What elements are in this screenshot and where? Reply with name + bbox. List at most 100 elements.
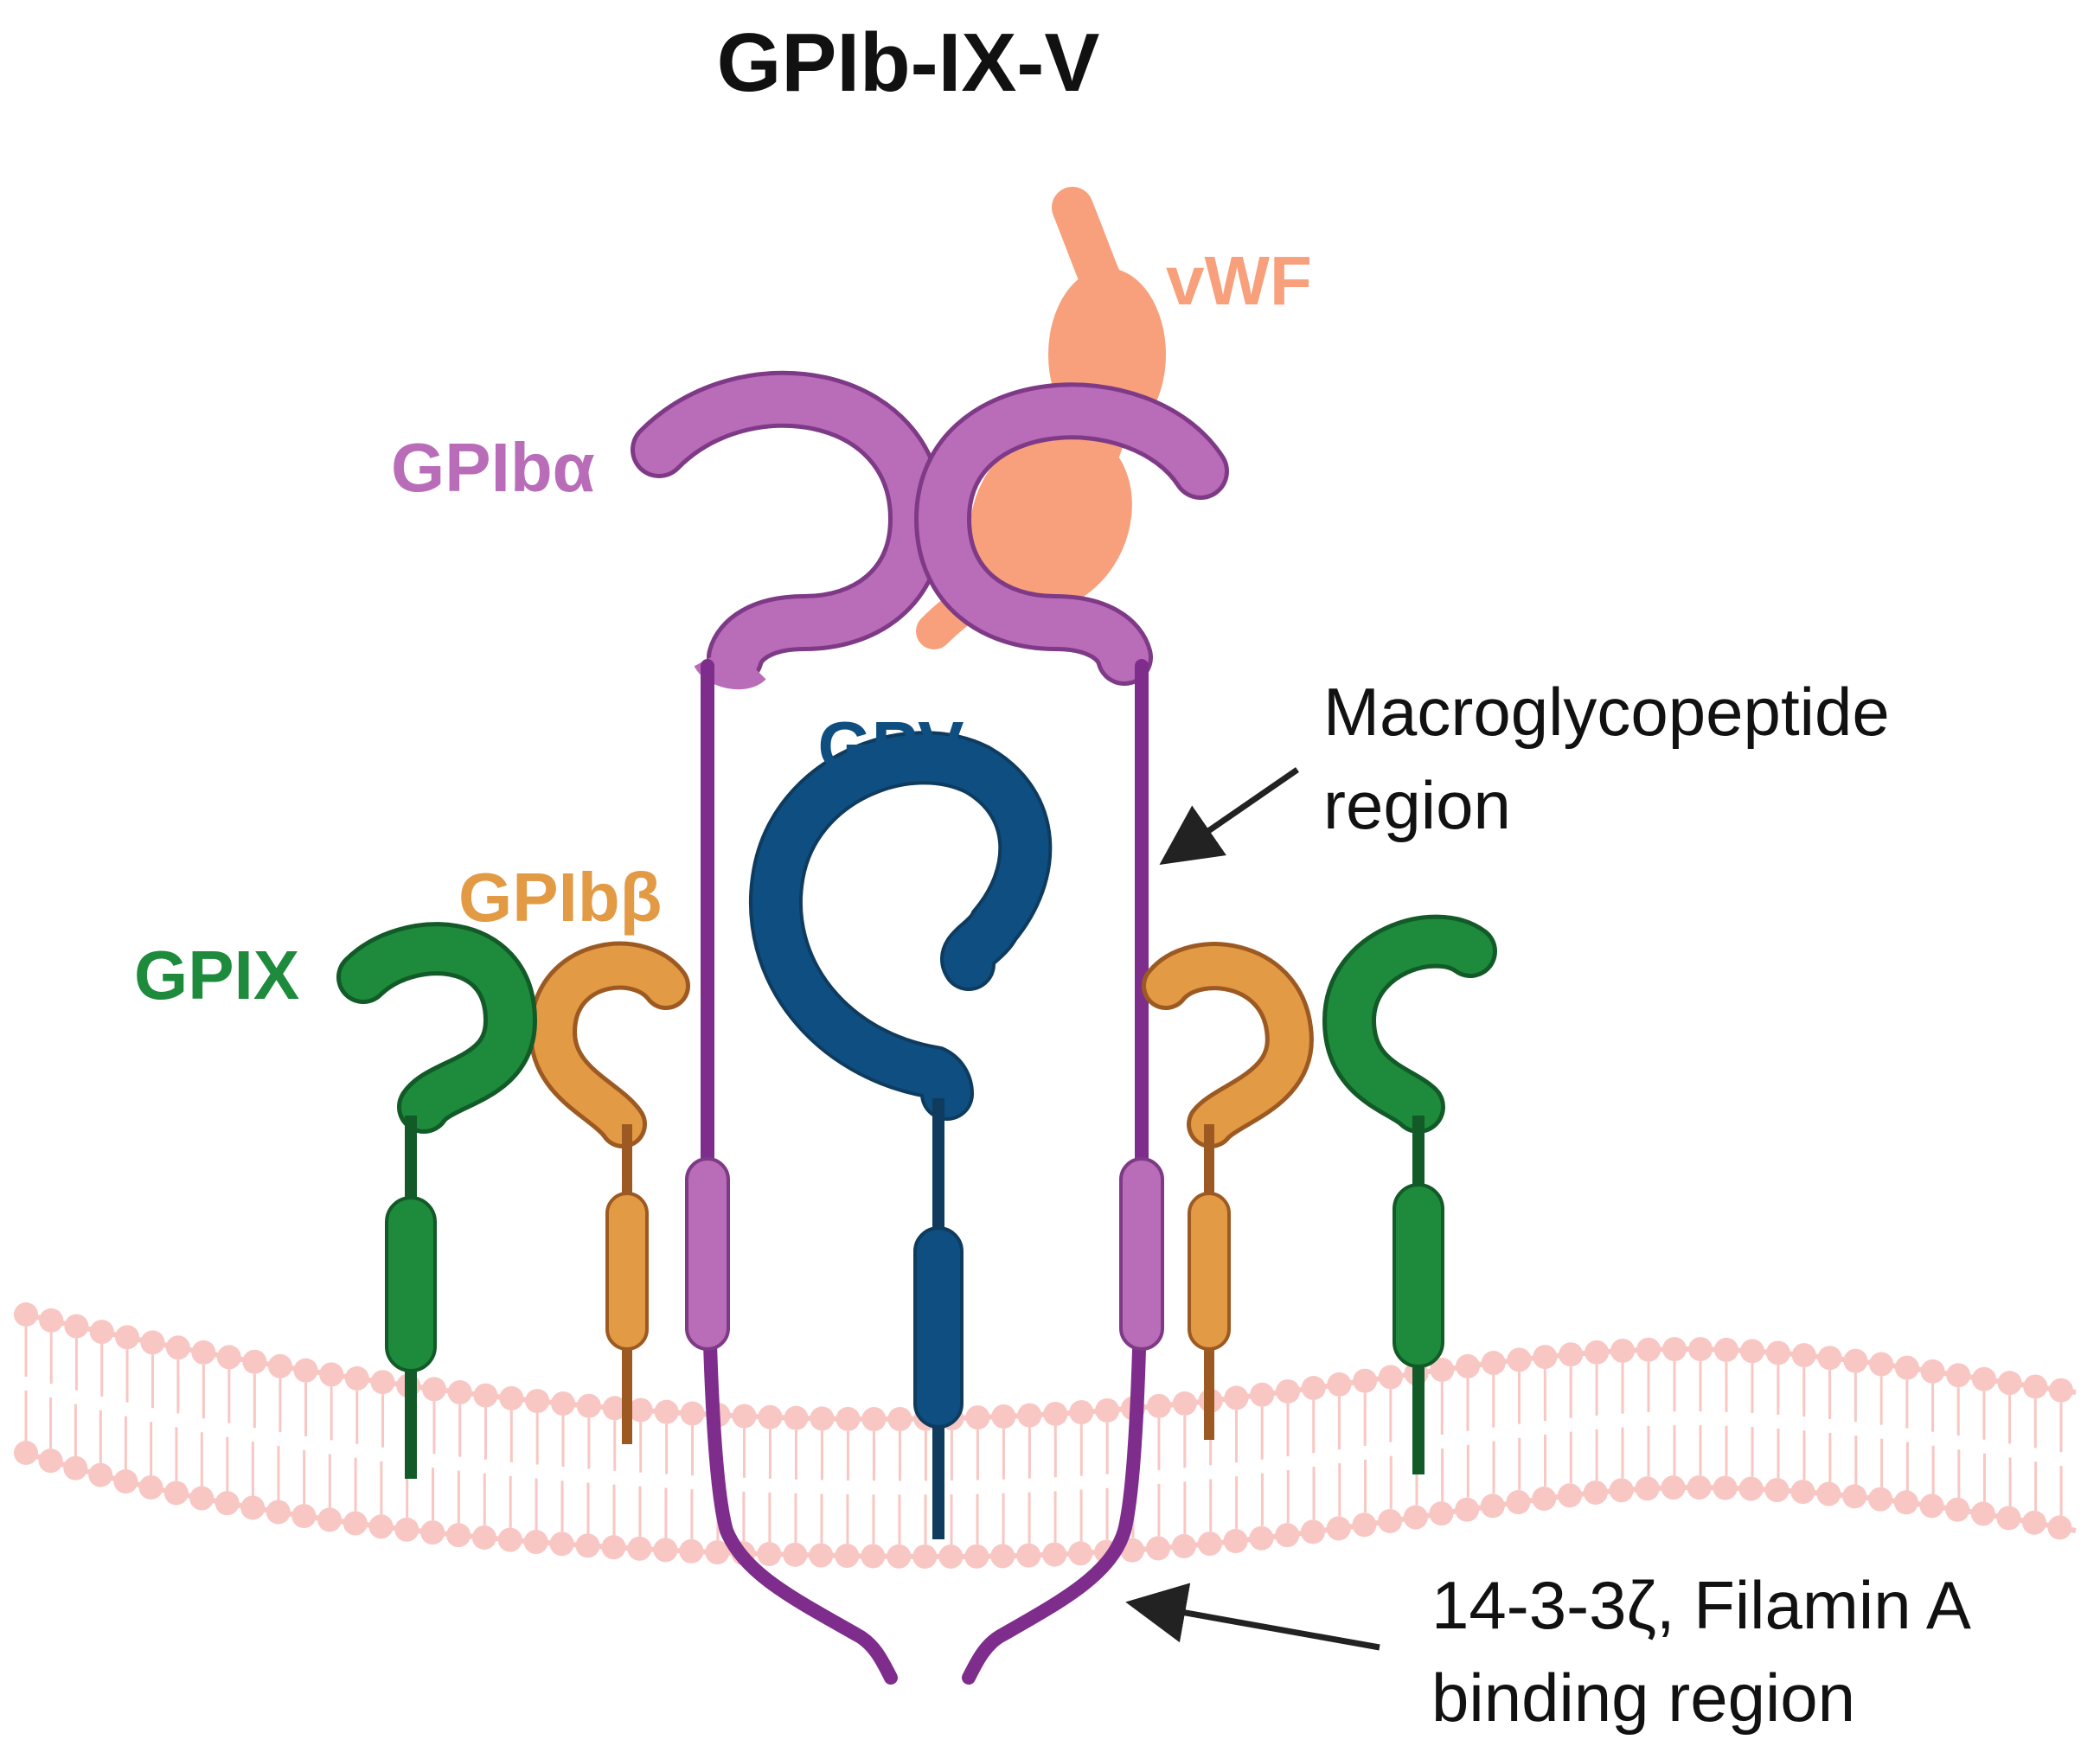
lipid-head [1919,1493,1944,1519]
lipid-head [1946,1363,1971,1388]
gpix-left [336,922,538,1479]
lipid-head [14,1441,38,1465]
lipid-head [14,1302,38,1327]
lipid-head [1868,1487,1893,1512]
lipid-head [1738,1476,1764,1501]
lipid-head [2023,1374,2048,1399]
lipid-head [938,1544,964,1569]
lipid-head [1661,1475,1686,1500]
lipid-head [1661,1337,1687,1362]
lipid-head [1326,1516,1351,1541]
lipid-head [1378,1365,1403,1390]
lipid-head [680,1401,705,1426]
lipid-head [240,1495,266,1520]
lipid-head [887,1544,912,1569]
lipid-head [1843,1348,1868,1373]
gpix-label: GPIX [134,937,299,1014]
lipid-head [1971,1366,1996,1391]
lipid-head [1764,1478,1789,1503]
gpib-alpha-label: GPIbα [391,429,595,506]
lipid-head [115,1325,140,1350]
lipid-head [1636,1337,1661,1362]
lipid-head [1172,1391,1197,1416]
lipid-head [368,1514,394,1539]
macroglycopeptide-arrow [1159,767,1299,865]
lipid-head [191,1340,216,1365]
lipid-head [627,1536,652,1561]
lipid-head [319,1362,344,1387]
lipid-head [757,1542,782,1567]
lipid-head [189,1486,214,1511]
lipid-head [1997,1371,2022,1396]
gpib-alpha-left [631,370,946,1685]
lipid-head [1585,1340,1610,1365]
lipid-head [1481,1351,1506,1376]
lipid-head [88,1462,113,1487]
lipid-head [1920,1359,1945,1384]
lipid-head [732,1404,757,1429]
lipid-head [1842,1484,1867,1509]
gpv-label: GPV [818,707,964,784]
lipid-head [1250,1382,1275,1407]
lipid-head [39,1308,64,1333]
lipid-head [1945,1497,1970,1522]
lipid-head [1559,1342,1584,1367]
lipid-head [1480,1493,1505,1519]
lipid-head [783,1542,808,1567]
vwf-label: vWF [1166,242,1312,319]
lipid-head [64,1314,89,1339]
lipid-head [1816,1481,1841,1506]
diagram-title: GPIb-IX-V [717,16,1100,109]
lipid-head [1275,1378,1300,1404]
lipid-head [1817,1346,1842,1371]
macroglycopeptide-label-line1: Macroglycopeptide [1323,674,1890,750]
gpib-beta-left [528,941,690,1444]
lipid-head [242,1349,267,1374]
lipid-head [140,1330,165,1355]
lipid-head [317,1507,343,1532]
lipid-head [1687,1475,1712,1500]
lipid-head [2048,1378,2073,1403]
lipid-head [784,1405,809,1430]
lipid-head [1352,1513,1377,1538]
lipid-head [836,1406,861,1431]
lipid-head [1171,1533,1196,1558]
gpib-beta-right [1142,942,1314,1440]
lipid-head [447,1380,472,1405]
lipid-head [1223,1529,1248,1554]
lipid-head [343,1511,368,1536]
lipid-head [1016,1543,1041,1568]
lipid-head [1378,1508,1403,1533]
lipid-head [1507,1347,1532,1372]
lipid-head [1069,1400,1094,1425]
lipid-head [810,1406,835,1431]
lipid-head [1327,1372,1352,1397]
lipid-head [1790,1480,1815,1505]
lipid-head [446,1523,471,1548]
lipid-head [165,1335,190,1360]
lipid-head [1146,1536,1171,1561]
lipid-head [1739,1339,1764,1364]
lipid-head [1610,1338,1636,1363]
lipid-head [602,1396,627,1421]
lipid-head [420,1520,445,1545]
lipid-head [1713,1475,1738,1500]
lipid-head [344,1365,369,1391]
lipid-head [887,1406,912,1431]
lipid-head [1249,1525,1274,1551]
gpib-alpha-right [913,382,1229,1685]
lipid-head [1042,1542,1067,1567]
lipid-head [835,1544,860,1569]
lipid-head [576,1393,601,1418]
lipid-head [1095,1397,1120,1423]
lipid-head [1455,1353,1480,1378]
lipid-head [497,1527,522,1552]
lipid-head [163,1481,189,1506]
lipid-head [38,1449,63,1474]
lipid-head [370,1370,395,1395]
lipid-head [1043,1401,1068,1426]
lipid-head [1533,1345,1558,1370]
lipid-head [1583,1480,1608,1505]
lipid-head [138,1474,163,1500]
